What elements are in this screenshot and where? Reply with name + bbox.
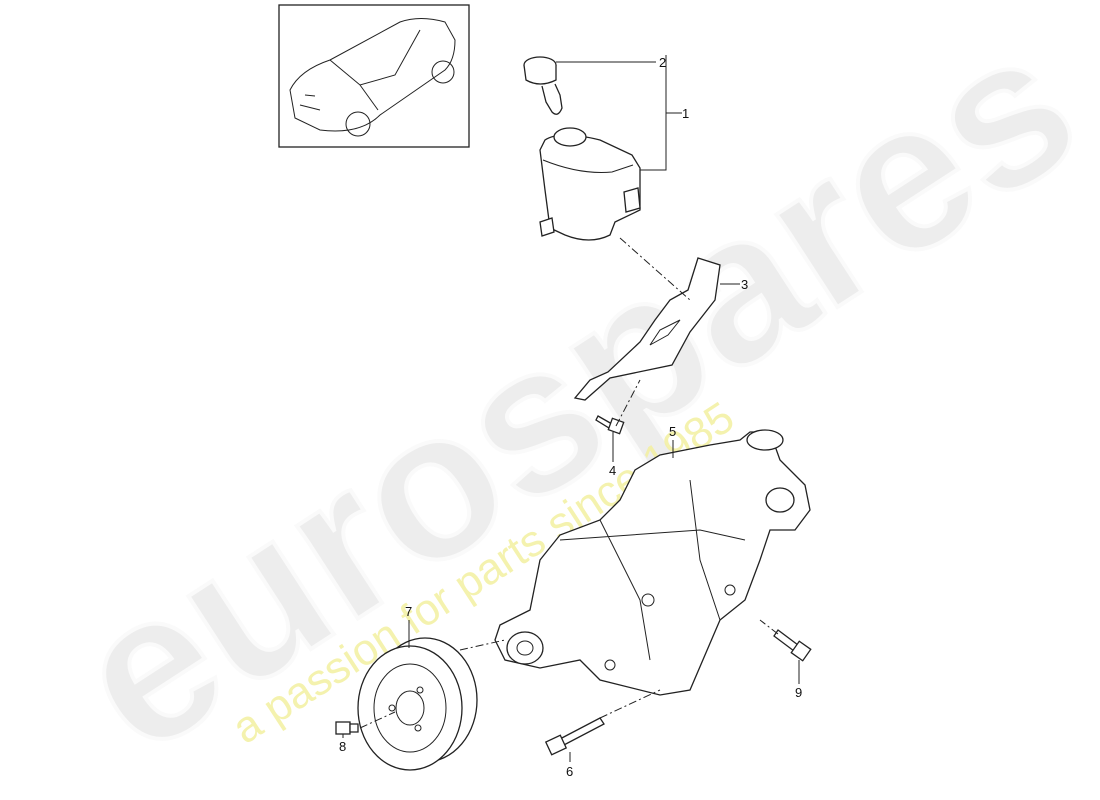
power-steering-pump — [494, 429, 811, 696]
pulley — [357, 637, 478, 771]
watermark: eurospares a passion for parts since 198… — [35, 0, 1100, 800]
callout-1: 1 — [682, 106, 689, 121]
callout-2: 2 — [659, 55, 666, 70]
watermark-brand: eurospares — [37, 0, 1100, 798]
callout-8: 8 — [339, 739, 346, 754]
leader-lines — [342, 55, 800, 762]
pump-bolt-lower — [544, 717, 605, 756]
callout-3: 3 — [741, 277, 748, 292]
callout-5: 5 — [669, 424, 676, 439]
reservoir — [539, 127, 641, 241]
callout-4: 4 — [609, 463, 616, 478]
reservoir-cap — [523, 56, 563, 115]
callout-9: 9 — [795, 685, 802, 700]
car-overview-icon — [289, 18, 456, 137]
car-thumbnail — [278, 4, 470, 148]
pump-bolt-side — [773, 629, 812, 662]
callout-labels: 1 2 3 4 5 6 7 8 9 — [339, 55, 802, 779]
callout-7: 7 — [405, 604, 412, 619]
callout-6: 6 — [566, 764, 573, 779]
bracket — [573, 257, 721, 401]
pulley-screw — [335, 721, 359, 735]
